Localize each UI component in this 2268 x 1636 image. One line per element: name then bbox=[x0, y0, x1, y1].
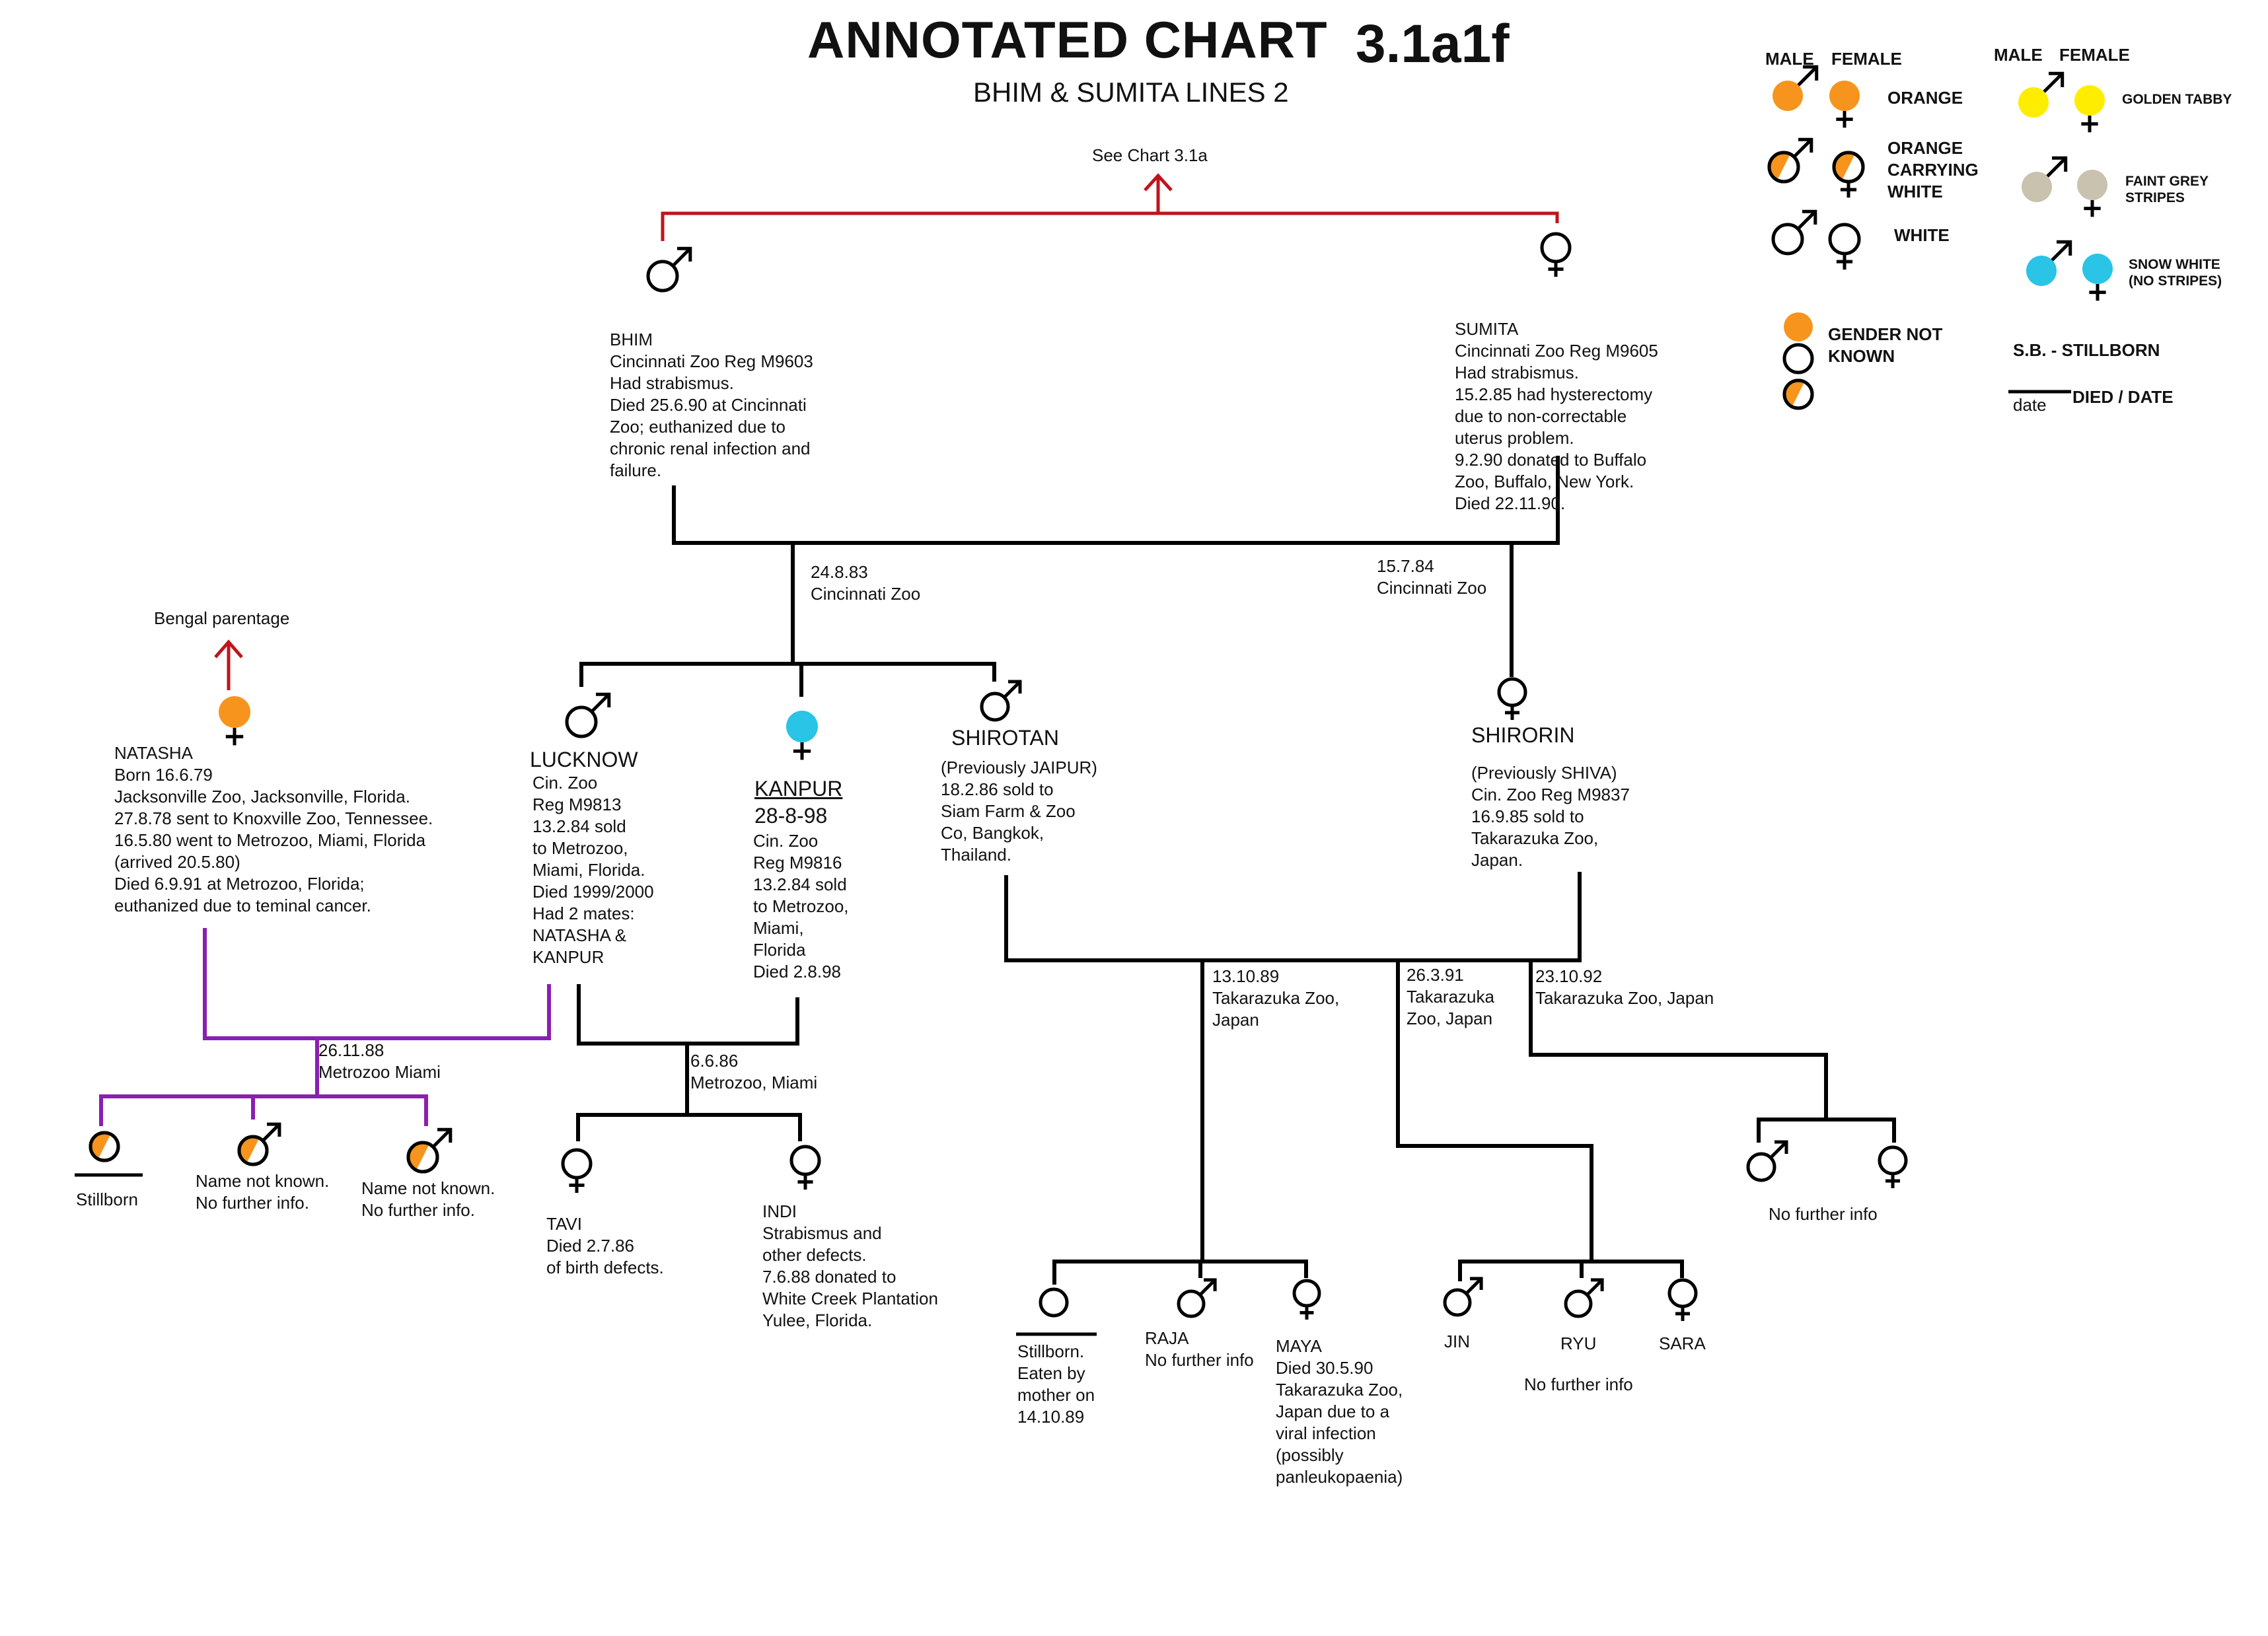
cub-no-info-male-symbol-icon bbox=[1746, 1140, 1788, 1182]
cub-no-info-female-symbol-icon bbox=[1878, 1145, 1908, 1188]
lucknow-symbol-icon bbox=[565, 692, 611, 738]
jin-label: JIN bbox=[1444, 1332, 1470, 1351]
indi-symbol-icon bbox=[789, 1145, 821, 1190]
raja-symbol-icon bbox=[1177, 1278, 1217, 1318]
legend-white-female-icon bbox=[1828, 223, 1861, 270]
legend-white-male-icon bbox=[1771, 209, 1817, 256]
mate-lines-purple bbox=[99, 928, 551, 1126]
legend-faint-grey-male-icon bbox=[2022, 156, 2068, 202]
legend-gnk-half-icon bbox=[1782, 378, 1814, 410]
legend-gnk-white-icon bbox=[1782, 343, 1814, 374]
parent-link-lines bbox=[214, 173, 1559, 690]
stillborn-label-1: Stillborn bbox=[76, 1190, 138, 1209]
legend-male-header-2: MALE bbox=[1994, 45, 2043, 65]
shirorin-name: SHIRORIN bbox=[1471, 723, 1575, 747]
legend-female-header-2: FEMALE bbox=[2059, 45, 2130, 65]
legend-gnk-orange-icon bbox=[1784, 312, 1813, 341]
chart-title: ANNOTATED CHART bbox=[807, 11, 1328, 69]
kanpur-name: KANPUR bbox=[754, 777, 843, 800]
no-further-info-group: No further info bbox=[1524, 1374, 1633, 1394]
sara-symbol-icon bbox=[1667, 1278, 1698, 1321]
cub-3-symbol-icon bbox=[406, 1127, 453, 1174]
tavi-symbol-icon bbox=[561, 1148, 593, 1193]
legend-golden-tabby: GOLDEN TABBY bbox=[2122, 92, 2232, 107]
legend-snow-white-male-icon bbox=[2026, 240, 2072, 286]
legend-white: WHITE bbox=[1894, 225, 1950, 245]
name-not-known-1: Name not known.No further info. bbox=[196, 1171, 330, 1213]
legend-ocw-female-icon bbox=[1832, 151, 1865, 198]
sumita-symbol-icon bbox=[1540, 232, 1572, 277]
legend-orange-male-icon bbox=[1773, 65, 1819, 111]
cub-2-symbol-icon bbox=[237, 1122, 281, 1166]
legend-died-date: DIED / DATE bbox=[2072, 387, 2174, 407]
ryu-label: RYU bbox=[1560, 1334, 1597, 1353]
legend-stillborn: S.B. - STILLBORN bbox=[2013, 340, 2160, 360]
pedigree-lines bbox=[576, 456, 1896, 1285]
no-further-info-right: No further info bbox=[1769, 1204, 1878, 1224]
maya-symbol-icon bbox=[1292, 1279, 1321, 1320]
shirorin-symbol-icon bbox=[1497, 677, 1527, 720]
legend-date: date bbox=[2013, 395, 2047, 415]
kanpur-date: 28-8-98 bbox=[754, 804, 828, 828]
legend-ocw-male-icon bbox=[1767, 137, 1813, 184]
legend-golden-tabby-female-icon bbox=[2074, 85, 2105, 133]
stillborn-symbol-2-icon bbox=[1039, 1287, 1069, 1318]
kanpur-symbol-icon bbox=[786, 711, 818, 760]
legend-orange: ORANGE bbox=[1887, 88, 1963, 108]
natasha-symbol-icon bbox=[219, 696, 250, 746]
shirotan-symbol-icon bbox=[980, 680, 1022, 722]
chart-subtitle: BHIM & SUMITA LINES 2 bbox=[973, 77, 1289, 108]
died-bars bbox=[75, 390, 2071, 1336]
legend-snow-white: SNOW WHITE(NO STRIPES) bbox=[2129, 257, 2222, 289]
name-not-known-2: Name not known.No further info. bbox=[361, 1178, 495, 1220]
sara-label: SARA bbox=[1659, 1334, 1706, 1353]
chart-code: 3.1a1f bbox=[1356, 14, 1510, 74]
ryu-symbol-icon bbox=[1564, 1278, 1604, 1318]
lucknow-name: LUCKNOW bbox=[530, 748, 638, 771]
legend-orange-female-icon bbox=[1829, 81, 1860, 128]
legend-snow-white-female-icon bbox=[2082, 254, 2113, 301]
jin-symbol-icon bbox=[1443, 1277, 1483, 1317]
see-chart-ref: See Chart 3.1a bbox=[1092, 145, 1208, 165]
legend-male-header: MALE bbox=[1765, 49, 1814, 69]
legend-female-header: FEMALE bbox=[1831, 49, 1902, 69]
bengal-ref: Bengal parentage bbox=[154, 608, 290, 628]
stillborn-symbol-1-icon bbox=[89, 1131, 120, 1162]
legend-faint-grey-female-icon bbox=[2077, 170, 2107, 217]
shirotan-name: SHIROTAN bbox=[951, 726, 1059, 750]
bhim-symbol-icon bbox=[646, 246, 692, 293]
legend-golden-tabby-male-icon bbox=[2018, 71, 2065, 118]
